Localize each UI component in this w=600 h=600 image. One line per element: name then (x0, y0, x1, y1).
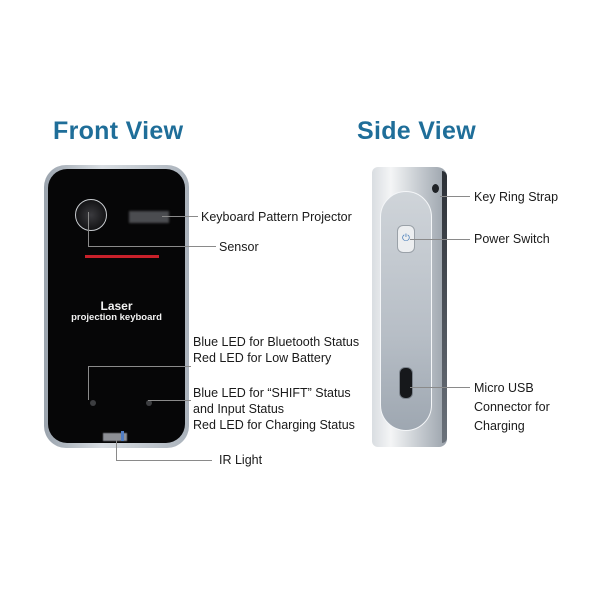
brand-line2: projection keyboard (71, 312, 162, 323)
label-key-ring-strap: Key Ring Strap (474, 190, 559, 204)
label-led1-line1: Blue LED for Bluetooth Status (193, 335, 360, 349)
leader-projector (162, 216, 198, 217)
key-ring-hole-icon (432, 184, 439, 193)
label-usb-line2: Connector for (474, 400, 550, 414)
micro-usb-port-icon (399, 367, 413, 399)
leader-led1-h (88, 366, 191, 367)
side-edge (442, 171, 447, 443)
ir-light-icon (103, 433, 127, 441)
leader-key-ring (440, 196, 470, 197)
sensor-lens-icon (75, 199, 107, 231)
label-sensor: Sensor (219, 240, 259, 254)
side-view-title: Side View (357, 117, 476, 145)
leader-usb (410, 387, 470, 388)
label-led1-line2: Red LED for Low Battery (193, 351, 332, 365)
leader-power (410, 239, 470, 240)
front-device: Laser projection keyboard (44, 165, 189, 448)
leader-led1-v (88, 366, 89, 400)
label-led2-line2: and Input Status (193, 402, 285, 416)
led-left-icon (90, 400, 96, 406)
front-view-title: Front View (53, 117, 184, 145)
front-face: Laser projection keyboard (48, 169, 185, 443)
label-led2-line1: Blue LED for “SHIFT” Status (193, 386, 351, 400)
laser-red-bar (85, 255, 159, 258)
leader-sensor-h (88, 246, 216, 247)
leader-led2 (148, 400, 191, 401)
led-right-icon (146, 400, 152, 406)
label-led2-line3: Red LED for Charging Status (193, 418, 355, 432)
leader-ir-v (116, 440, 117, 460)
label-usb-line3: Charging (474, 419, 525, 433)
brand-line1: Laser (100, 299, 133, 313)
leader-ir-h (116, 460, 212, 461)
label-usb-line1: Micro USB (474, 381, 534, 395)
side-device: ⏻ (372, 167, 447, 447)
projector-window (129, 211, 169, 223)
label-ir-light: IR Light (219, 453, 263, 467)
ir-blue-indicator (121, 431, 124, 441)
leader-sensor-v (88, 212, 89, 246)
label-power-switch: Power Switch (474, 232, 550, 246)
label-keyboard-pattern-projector: Keyboard Pattern Projector (201, 210, 352, 224)
